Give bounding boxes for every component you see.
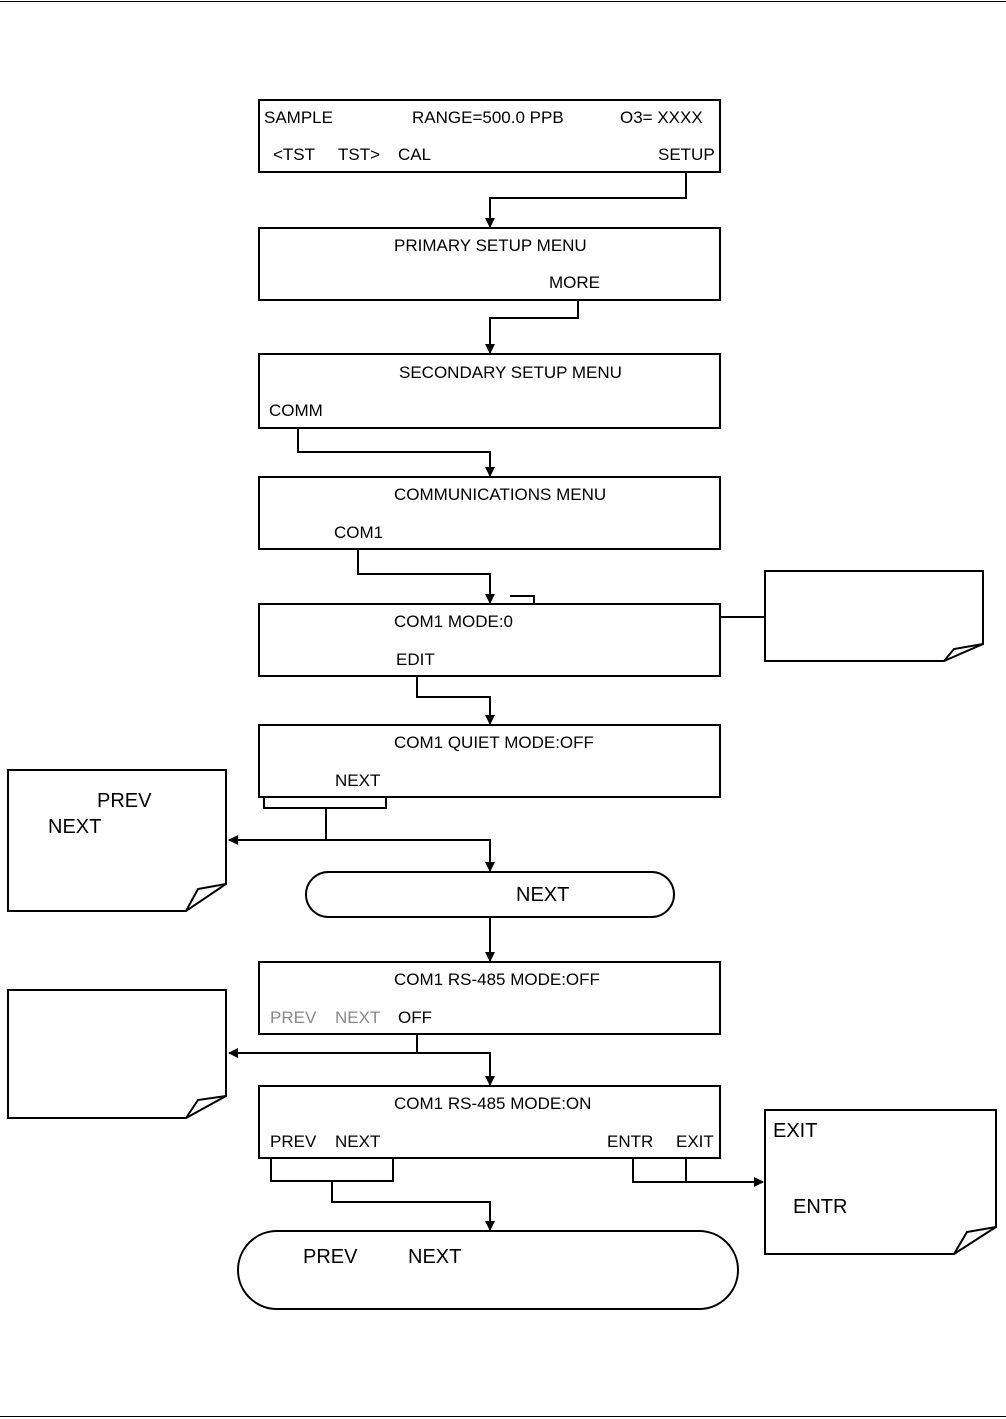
screen-title: SECONDARY SETUP MENU xyxy=(399,363,622,382)
key-prev[interactable]: PREV xyxy=(270,1132,317,1151)
screen-rs485-on: COM1 RS-485 MODE:ON PREV NEXT ENTR EXIT xyxy=(258,1085,721,1159)
screen-rs485-off: COM1 RS-485 MODE:OFF PREV NEXT OFF xyxy=(258,961,721,1035)
arrow-com1 xyxy=(357,544,495,604)
arrow-off-on xyxy=(417,1052,495,1086)
key-tst-next[interactable]: TST> xyxy=(338,145,381,164)
screen-title: COM1 MODE:0 xyxy=(394,612,514,631)
arrow-more xyxy=(485,294,579,354)
key-com1[interactable]: COM1 xyxy=(334,523,384,542)
pill-prev-next-instruction: PREV NEXT xyxy=(237,1230,739,1310)
note-next: NEXT xyxy=(48,816,102,838)
entr-exit-bracket xyxy=(632,1158,687,1183)
key-setup[interactable]: SETUP xyxy=(658,145,715,164)
pill-next-instruction: NEXT xyxy=(305,871,675,918)
screen-title: COM1 QUIET MODE:OFF xyxy=(394,733,594,752)
key-next[interactable]: NEXT xyxy=(335,1132,381,1151)
key-more[interactable]: MORE xyxy=(549,273,600,292)
header-rule xyxy=(0,1,1006,2)
key-entr[interactable]: ENTR xyxy=(607,1132,654,1151)
screen-quiet-mode: COM1 QUIET MODE:OFF NEXT xyxy=(258,724,721,798)
mode-label: SAMPLE xyxy=(264,108,333,127)
arrow-comm xyxy=(297,421,495,477)
concentration-label: O3= XXXX xyxy=(620,108,703,127)
note-exit: EXIT xyxy=(773,1120,818,1142)
note-prev: PREV xyxy=(97,790,152,812)
arrow-setup xyxy=(485,168,687,228)
range-label: RANGE=500.0 PPB xyxy=(412,108,564,127)
footer-rule xyxy=(0,1416,1006,1417)
note-right-mode xyxy=(764,570,984,662)
arrow-to-next-pill xyxy=(326,839,495,872)
screen-secondary-setup: SECONDARY SETUP MENU COMM xyxy=(258,353,721,429)
key-next[interactable]: NEXT xyxy=(335,771,381,790)
pill-next-label: NEXT xyxy=(516,884,570,906)
key-exit[interactable]: EXIT xyxy=(676,1132,714,1151)
screen-title: COM1 RS-485 MODE:ON xyxy=(394,1094,592,1113)
note-left-upper xyxy=(7,769,227,912)
screen-title: COM1 RS-485 MODE:OFF xyxy=(394,970,600,989)
note-entr: ENTR xyxy=(793,1196,848,1218)
note-right-bottom xyxy=(764,1109,997,1255)
pill-next-label: NEXT xyxy=(408,1246,462,1268)
screen-title: PRIMARY SETUP MENU xyxy=(394,236,587,255)
arrow-bottom-pill xyxy=(331,1181,495,1231)
key-cal[interactable]: CAL xyxy=(398,145,432,164)
screen-title: COMMUNICATIONS MENU xyxy=(394,485,607,504)
screen-com1-mode: COM1 MODE:0 EDIT xyxy=(258,603,721,677)
note-left-lower xyxy=(7,989,227,1119)
pill-prev-label: PREV xyxy=(303,1246,358,1268)
screen-primary-setup: PRIMARY SETUP MENU MORE xyxy=(258,227,721,301)
arrow-edit xyxy=(416,670,495,725)
key-edit[interactable]: EDIT xyxy=(396,650,435,669)
key-comm[interactable]: COMM xyxy=(269,401,323,420)
key-off[interactable]: OFF xyxy=(398,1008,432,1027)
screen-sample: SAMPLE RANGE=500.0 PPB O3= XXXX <TST TST… xyxy=(258,99,721,173)
key-next[interactable]: NEXT xyxy=(335,1008,381,1027)
key-tst-prev[interactable]: <TST xyxy=(273,145,316,164)
key-prev[interactable]: PREV xyxy=(270,1008,317,1027)
screen-communications: COMMUNICATIONS MENU COM1 xyxy=(258,476,721,550)
